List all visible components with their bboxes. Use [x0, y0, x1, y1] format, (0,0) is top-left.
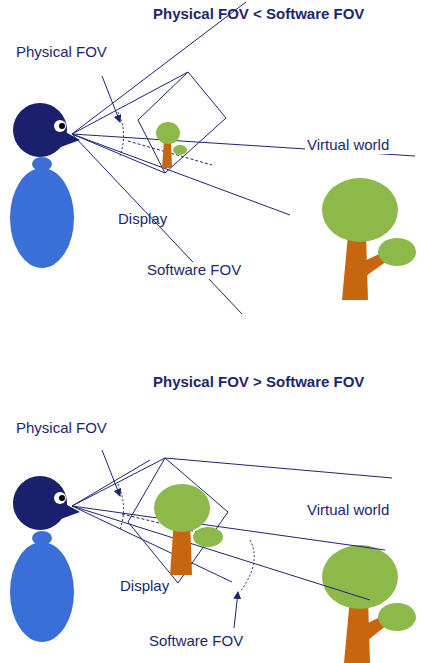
- fov-label: Physical FOV: [16, 44, 107, 61]
- fov-label: Software FOV: [147, 633, 245, 650]
- world-label: Virtual world: [305, 502, 391, 519]
- panel-heading: Physical FOV > Software FOV: [153, 374, 364, 391]
- world-label: Virtual world: [305, 137, 391, 154]
- display-label: Display: [118, 211, 167, 228]
- panel-heading: Physical FOV < Software FOV: [153, 6, 364, 23]
- top-panel: [10, 2, 416, 314]
- fov-label: Software FOV: [145, 262, 243, 279]
- display-label: Display: [118, 578, 171, 595]
- fov-label: Physical FOV: [16, 420, 107, 437]
- bottom-panel: [10, 450, 416, 663]
